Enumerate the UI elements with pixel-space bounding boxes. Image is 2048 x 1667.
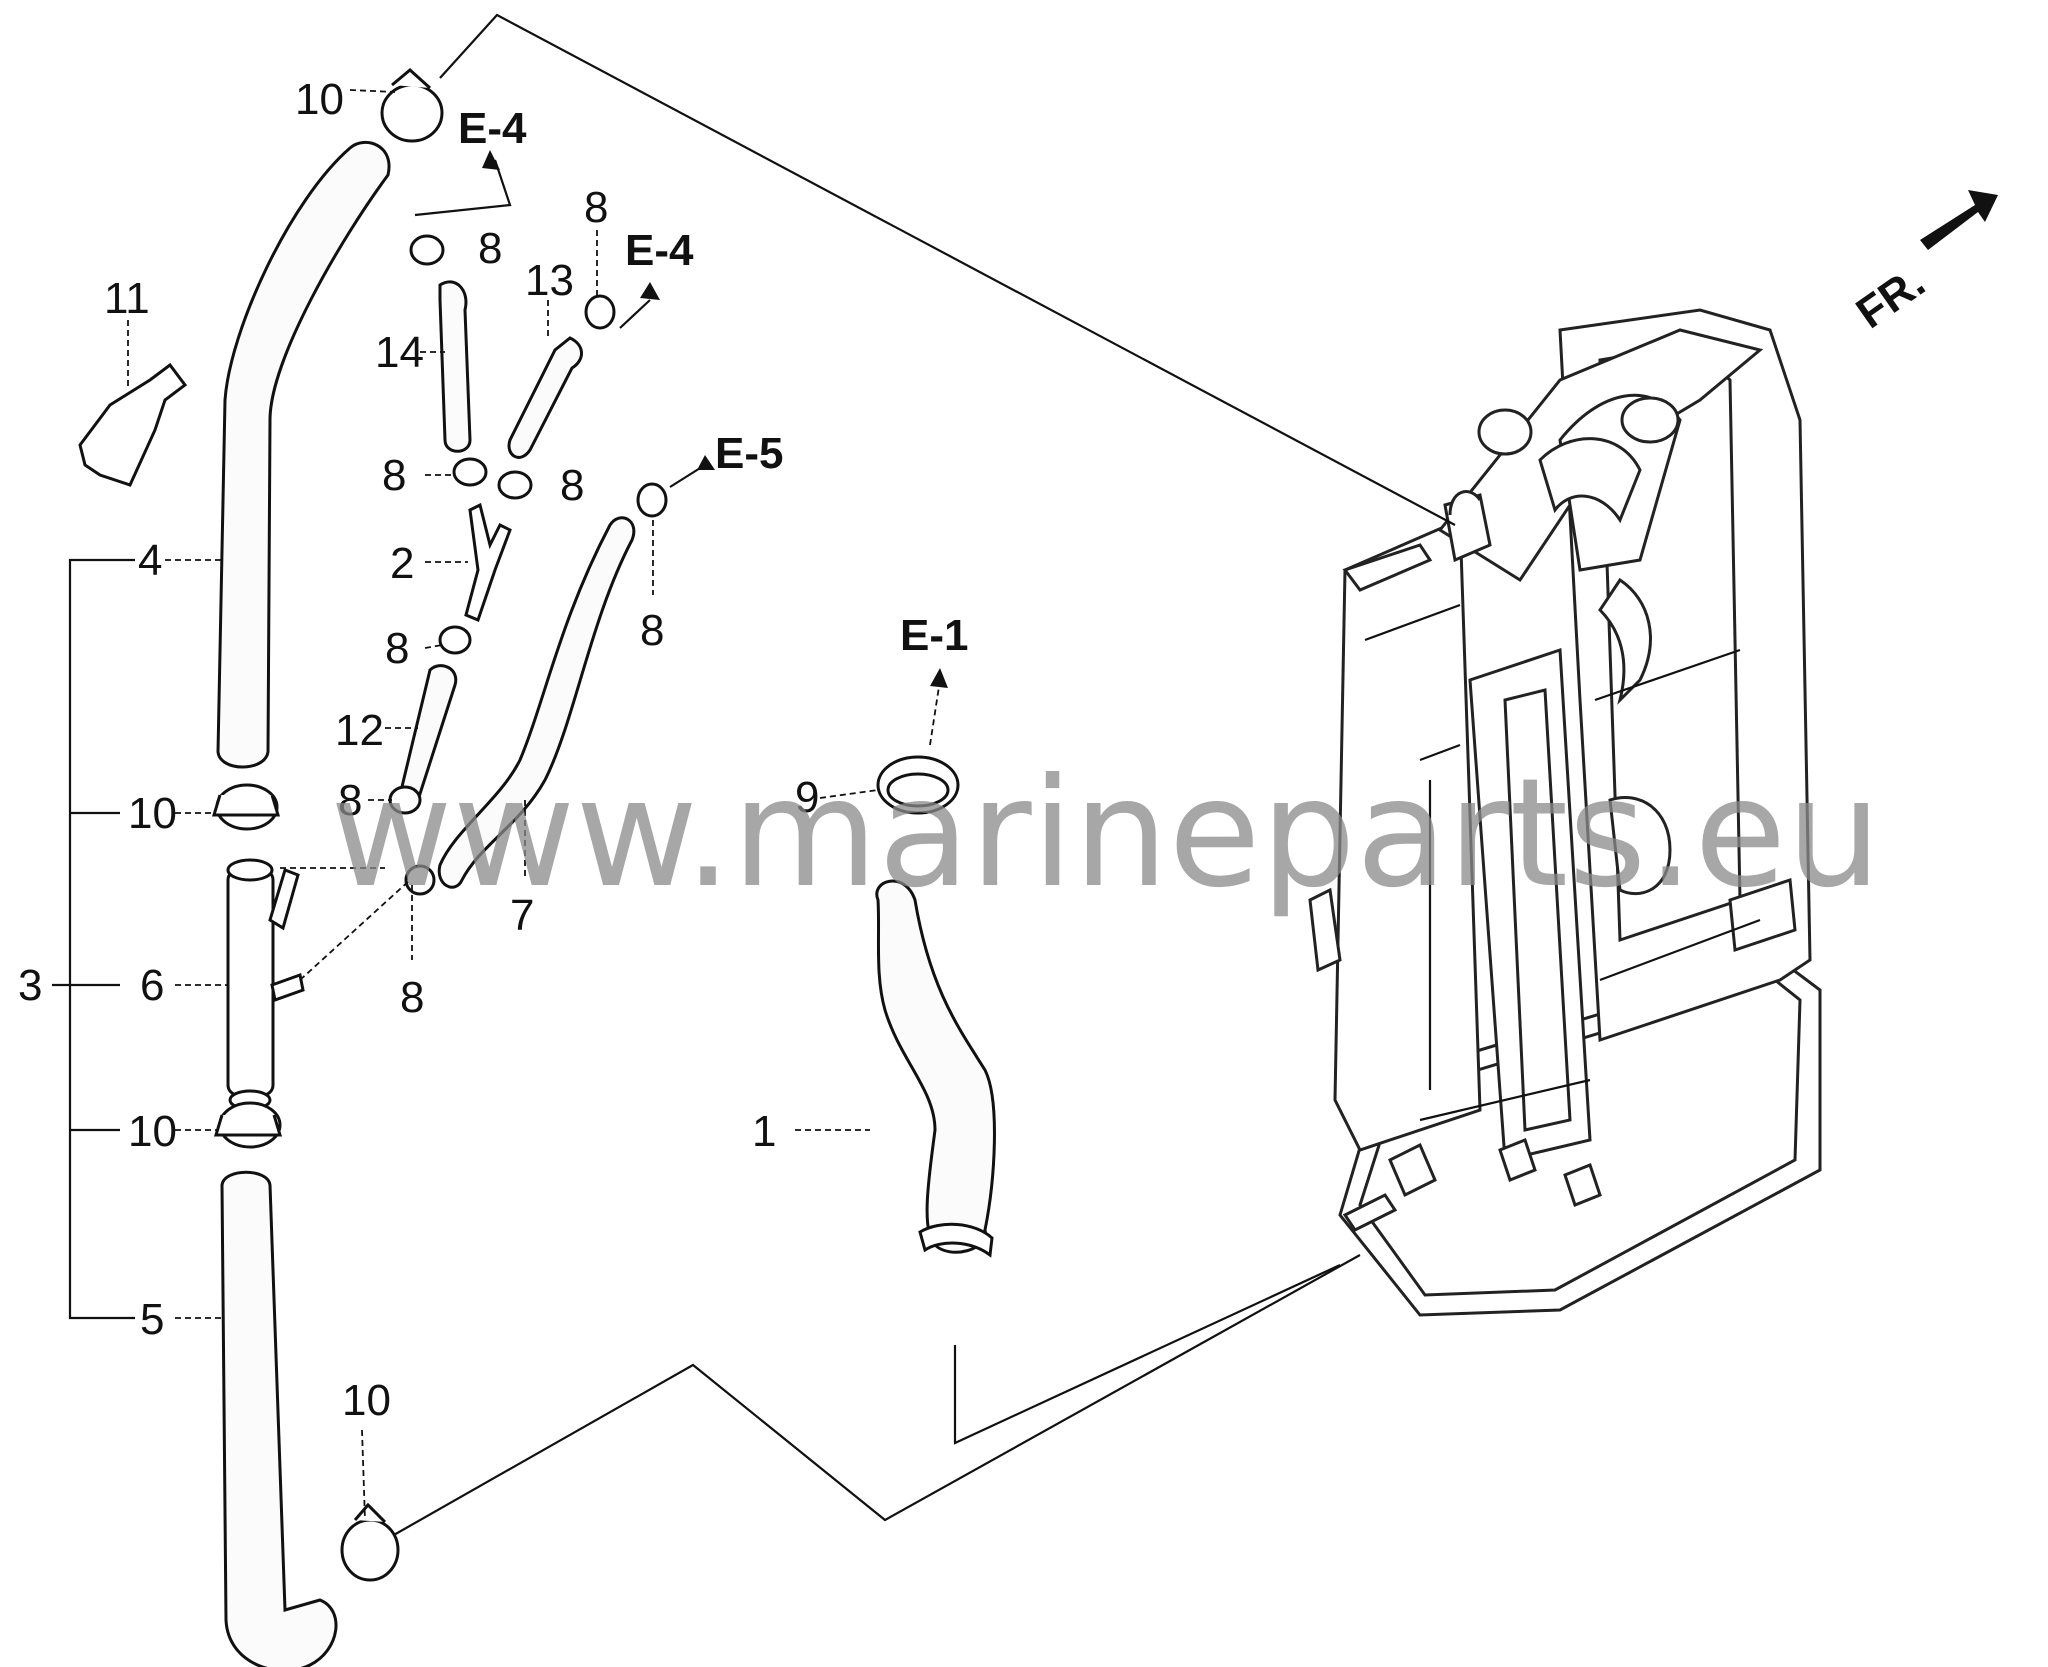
label-part-8: 8 [400,973,424,1022]
label-part-3: 3 [18,961,42,1010]
clamp-part-8-group [388,234,668,896]
front-marker-label: FR. [1848,257,1934,338]
label-part-1: 1 [752,1107,776,1156]
label-part-14: 14 [375,328,424,377]
assembly-bracket-3 [52,558,135,1320]
label-part-5: 5 [140,1295,164,1344]
label-part-8: 8 [338,776,362,825]
watermark: www.marineparts.eu [330,747,1882,921]
label-part-8: 8 [478,224,502,273]
label-part-10: 10 [342,1376,391,1425]
bracket-part-11 [78,362,188,487]
label-part-13: 13 [525,256,574,305]
label-part-10: 10 [128,789,177,838]
front-direction-arrow: FR. [1848,190,1998,338]
t-joint-part-6 [226,858,305,1111]
clamp-part-10-top [380,68,444,143]
clamp-part-9 [876,755,960,815]
hose-part-14 [438,280,472,453]
label-part-8: 8 [560,461,584,510]
ref-e1: E-1 [900,611,968,660]
label-part-10: 10 [295,75,344,124]
connector-lines [384,13,1456,1541]
label-part-4: 4 [138,536,162,585]
hose-part-4 [216,140,391,769]
label-part-9: 9 [795,773,819,822]
y-joint-part-2 [464,502,512,623]
label-part-6: 6 [140,961,164,1010]
label-part-8: 8 [382,451,406,500]
label-part-10: 10 [128,1107,177,1156]
clamp-part-10-lower [213,1101,283,1149]
hose-part-1-ring [918,1222,994,1258]
label-part-8: 8 [385,624,409,673]
hose-part-1 [875,879,996,1254]
engine-block [1308,308,1822,1317]
ref-e4-top: E-4 [458,104,527,153]
label-part-2: 2 [390,539,414,588]
ref-e4-right: E-4 [625,226,694,275]
ref-e5: E-5 [715,429,783,478]
label-part-8: 8 [640,606,664,655]
label-part-11: 11 [104,274,150,323]
reference-labels: E-4 E-4 E-5 E-1 [458,104,968,688]
hose-part-7 [437,516,636,889]
clamp-part-10-bottom [340,1502,400,1582]
clamp-part-10-upper [211,783,281,831]
hose-part-5 [220,1170,338,1667]
label-part-7: 7 [510,891,534,940]
part-labels: 10 11 4 10 3 6 10 5 10 8 14 8 8 2 8 12 8… [18,75,819,1425]
label-part-12: 12 [335,706,384,755]
hose-part-13 [507,336,583,459]
label-part-8: 8 [584,183,608,232]
